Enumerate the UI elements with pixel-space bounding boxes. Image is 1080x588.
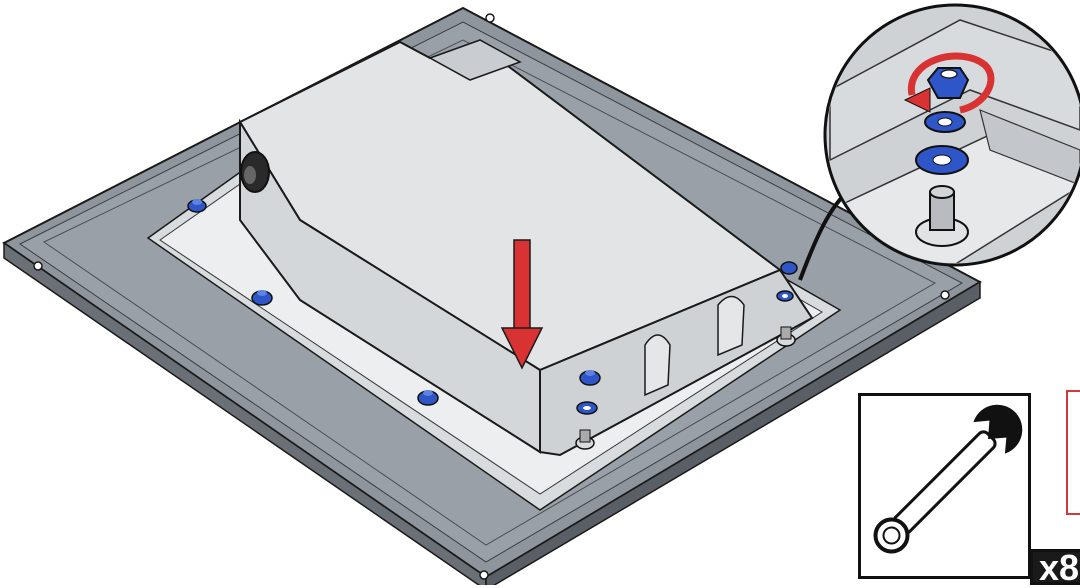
blue-nut — [187, 199, 207, 213]
blue-washer — [576, 401, 598, 415]
blue-washer — [776, 290, 794, 302]
fasteners — [187, 199, 798, 450]
stud — [776, 326, 796, 347]
stud — [575, 429, 595, 450]
tool-panel — [858, 393, 1031, 579]
blue-nut — [251, 290, 273, 306]
note-frame — [1066, 390, 1080, 515]
tray-hole — [940, 290, 950, 300]
combination-wrench-icon — [873, 404, 1023, 554]
blue-nut — [780, 261, 798, 275]
callout-nut — [926, 67, 970, 99]
rotate-clockwise-icon — [903, 52, 995, 114]
zoom-callout — [798, 3, 1080, 281]
down-arrow-icon — [500, 239, 544, 370]
tray-hole — [33, 261, 43, 271]
tray-hole — [485, 13, 495, 23]
quantity-badge: x8 — [1030, 547, 1080, 588]
housing-box — [238, 39, 814, 457]
housing-tab — [717, 295, 745, 357]
housing-tab — [644, 334, 671, 397]
blue-nut — [579, 370, 601, 386]
quantity-label: x8 — [1039, 547, 1080, 588]
tray-hole — [479, 570, 489, 580]
blue-nut — [417, 390, 439, 406]
